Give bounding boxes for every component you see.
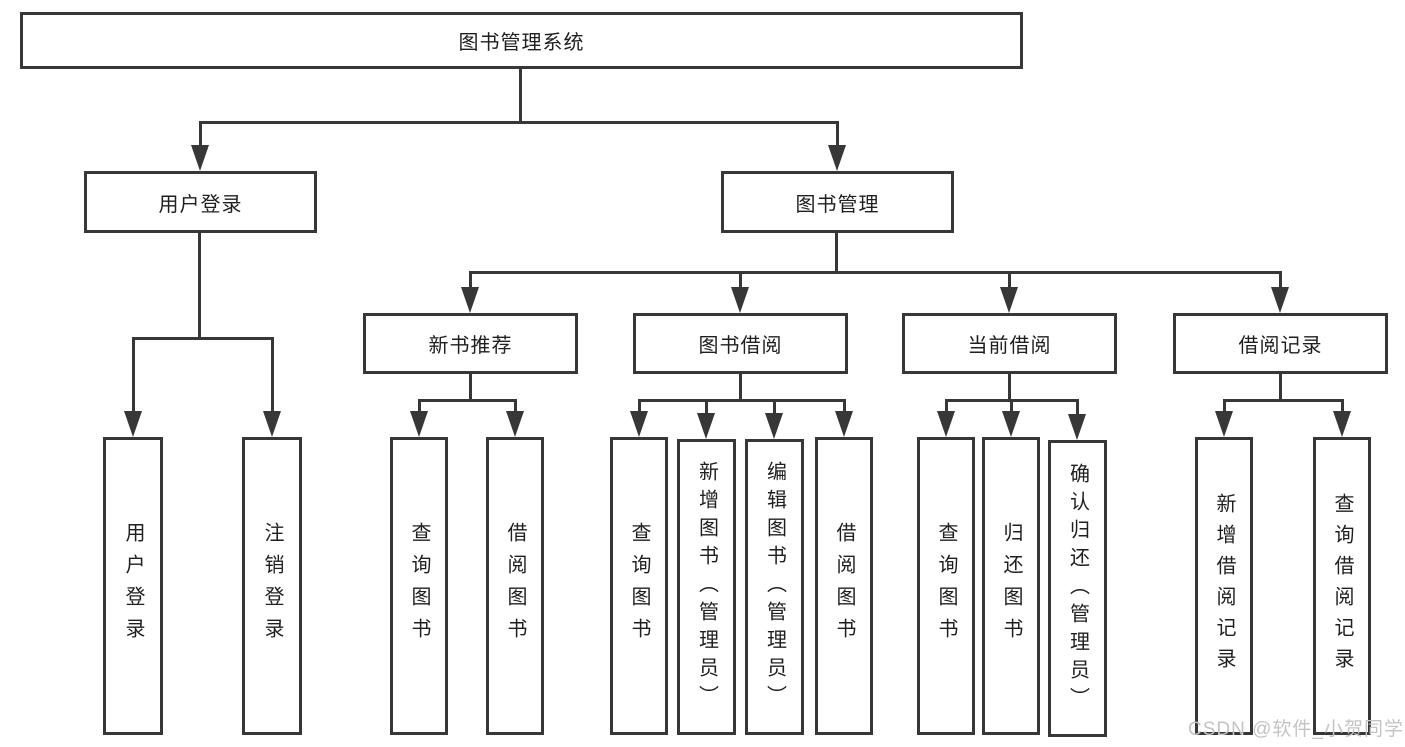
leaf-confirm-return-admin: 确认归还（管理员） [1048, 440, 1107, 737]
connector-borrow-stem [739, 374, 742, 402]
connector-recommend-drop2 [514, 399, 517, 413]
leaf-query-borrow-record-label: 查询借阅记录 [1331, 493, 1353, 679]
arrow-down-icon [263, 411, 281, 437]
connector-records-bar [1223, 399, 1344, 402]
connector-borrow-drop2 [705, 399, 708, 413]
arrow-down-icon [506, 411, 524, 437]
node-borrow-records: 借阅记录 [1173, 313, 1388, 374]
connector-borrow-drop4 [843, 399, 846, 413]
leaf-logout-label: 注销登录 [261, 522, 283, 650]
leaf-query-books-borrow: 查询图书 [610, 437, 668, 735]
arrow-down-icon [1333, 411, 1351, 437]
root-node-label: 图书管理系统 [458, 32, 585, 54]
arrow-down-icon [1215, 411, 1233, 437]
connector-borrow-bar [638, 399, 846, 402]
leaf-add-borrow-record: 新增借阅记录 [1195, 437, 1253, 735]
leaf-confirm-return-admin-label: 确认归还（管理员） [1066, 462, 1089, 715]
arrow-down-icon [191, 145, 209, 171]
arrow-down-icon [1271, 287, 1289, 313]
leaf-add-book-admin: 新增图书（管理员） [677, 439, 736, 735]
node-book-borrow: 图书借阅 [633, 313, 848, 374]
leaf-logout: 注销登录 [242, 437, 302, 735]
connector-current-stem [1008, 374, 1011, 402]
leaf-return-book-label: 归还图书 [1000, 522, 1022, 650]
connector-userlogin-bar [132, 337, 274, 340]
root-node: 图书管理系统 [20, 12, 1023, 69]
node-book-borrow-label: 图书借阅 [698, 335, 783, 357]
leaf-query-borrow-record: 查询借阅记录 [1313, 437, 1371, 735]
arrow-down-icon [1068, 414, 1086, 440]
node-new-book-recommend: 新书推荐 [363, 313, 578, 374]
leaf-add-borrow-record-label: 新增借阅记录 [1213, 493, 1235, 679]
leaf-borrow-books: 借阅图书 [815, 437, 873, 735]
leaf-query-books-current-label: 查询图书 [935, 522, 957, 650]
arrow-down-icon [937, 411, 955, 437]
connector-recommend-drop1 [418, 399, 421, 413]
leaf-borrow-books-recommend-label: 借阅图书 [504, 522, 526, 650]
connector-borrow-drop3 [773, 399, 776, 413]
connector-current-drop2 [1010, 399, 1013, 413]
connector-recommend-stem [469, 374, 472, 402]
arrow-down-icon [697, 413, 715, 439]
leaf-query-books-recommend: 查询图书 [390, 437, 448, 735]
csdn-watermark: CSDN @软件_小贺同学 [1188, 719, 1404, 740]
leaf-edit-book-admin-label: 编辑图书（管理员） [763, 461, 786, 713]
leaf-borrow-books-label: 借阅图书 [833, 522, 855, 650]
leaf-query-books-borrow-label: 查询图书 [628, 522, 650, 650]
node-current-borrow: 当前借阅 [902, 313, 1117, 374]
leaf-add-book-admin-label: 新增图书（管理员） [695, 461, 718, 713]
connector-bookmgmt-drop4 [1279, 271, 1282, 289]
node-user-login-label: 用户登录 [158, 193, 243, 216]
leaf-edit-book-admin: 编辑图书（管理员） [745, 439, 804, 735]
arrow-down-icon [765, 413, 783, 439]
connector-records-drop1 [1223, 399, 1226, 413]
connector-borrow-drop1 [638, 399, 641, 413]
connector-root-stem [519, 68, 522, 124]
node-book-management: 图书管理 [721, 171, 954, 233]
leaf-user-login: 用户登录 [103, 437, 163, 735]
arrow-down-icon [410, 411, 428, 437]
arrow-down-icon [124, 411, 142, 437]
connector-records-stem [1279, 374, 1282, 402]
arrow-down-icon [1002, 411, 1020, 437]
arrow-down-icon [1000, 287, 1018, 313]
connector-bookmgmt-stem [835, 233, 838, 274]
connector-bookmgmt-drop2 [739, 271, 742, 289]
connector-current-drop3 [1076, 399, 1079, 416]
leaf-user-login-label: 用户登录 [122, 522, 144, 650]
connector-root-drop-right [836, 121, 839, 147]
connector-records-drop2 [1341, 399, 1344, 413]
node-user-login: 用户登录 [84, 171, 317, 233]
connector-bookmgmt-bar [469, 271, 1282, 274]
connector-bookmgmt-drop3 [1008, 271, 1011, 289]
leaf-query-books-recommend-label: 查询图书 [408, 522, 430, 650]
node-borrow-records-label: 借阅记录 [1238, 335, 1323, 357]
connector-userlogin-stem [198, 233, 201, 340]
connector-userlogin-drop2 [271, 337, 274, 413]
connector-root-bar [199, 121, 838, 124]
connector-bookmgmt-drop1 [469, 271, 472, 289]
arrow-down-icon [835, 411, 853, 437]
leaf-return-book: 归还图书 [982, 437, 1040, 735]
connector-userlogin-drop1 [132, 337, 135, 413]
node-book-management-label: 图书管理 [795, 193, 880, 216]
node-new-book-recommend-label: 新书推荐 [428, 335, 513, 357]
connector-recommend-bar [418, 399, 517, 402]
arrow-down-icon [461, 287, 479, 313]
arrow-down-icon [828, 145, 846, 171]
connector-root-drop-left [199, 121, 202, 147]
leaf-borrow-books-recommend: 借阅图书 [486, 437, 544, 735]
arrow-down-icon [731, 287, 749, 313]
leaf-query-books-current: 查询图书 [917, 437, 975, 735]
node-current-borrow-label: 当前借阅 [967, 335, 1052, 357]
connector-current-drop1 [945, 399, 948, 413]
arrow-down-icon [630, 411, 648, 437]
